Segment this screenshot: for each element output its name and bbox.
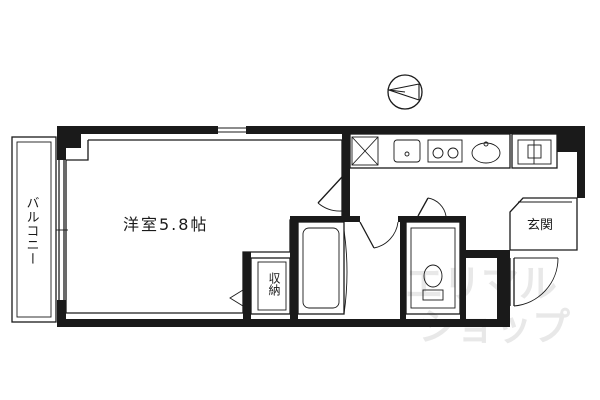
- western-room-label: 洋室5.8帖: [123, 215, 208, 234]
- kitchen-counter: [349, 133, 511, 169]
- balcony: バルコニー: [11, 136, 57, 323]
- exterior-walls: [57, 126, 585, 327]
- storage-label: 収納: [267, 272, 281, 296]
- watermark-line1: エリマル: [405, 262, 557, 306]
- toilet: [405, 197, 461, 315]
- room-door: [317, 176, 343, 212]
- washer-pan: [511, 133, 558, 169]
- bathroom: [297, 221, 399, 315]
- compass-icon: [386, 74, 423, 110]
- balcony-label: バルコニー: [24, 196, 40, 266]
- storage: 収納: [229, 257, 291, 315]
- interior-walls: [243, 134, 466, 327]
- western-room: 洋室5.8帖: [65, 139, 343, 314]
- entrance-label: 玄関: [527, 218, 553, 233]
- top-window: [218, 126, 246, 134]
- entrance: 玄関: [509, 197, 578, 307]
- watermark: エリマル ショップ: [405, 262, 570, 349]
